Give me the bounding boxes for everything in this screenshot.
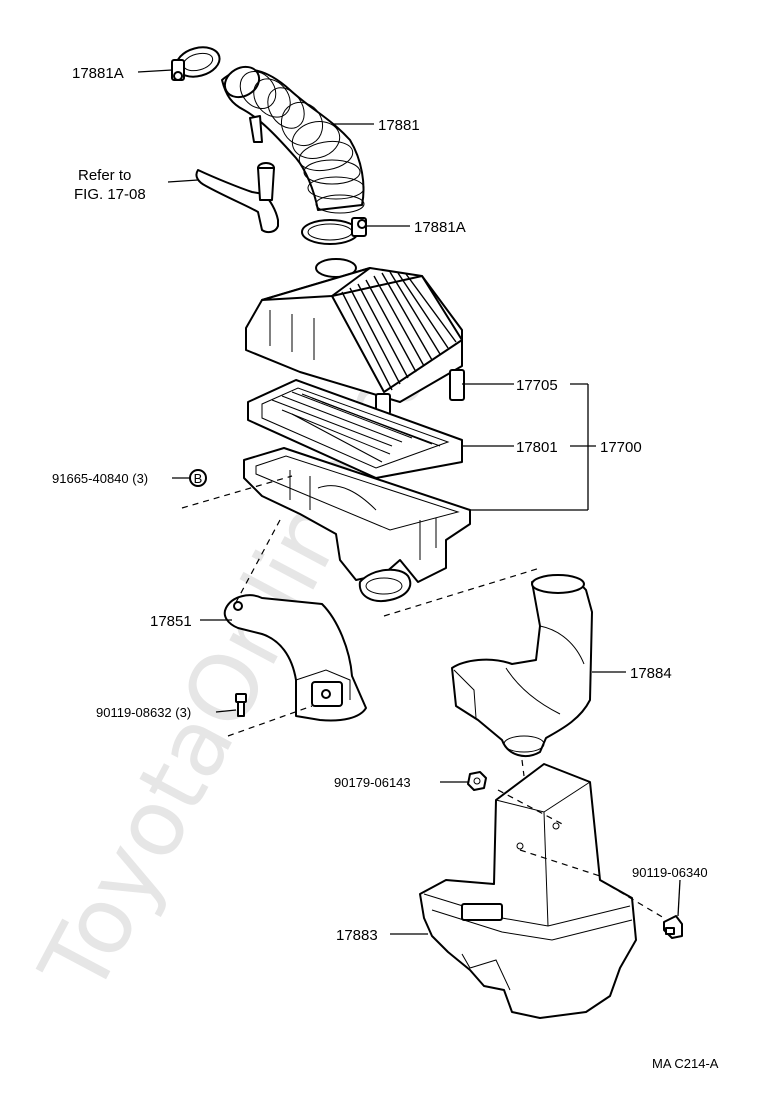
label-clamp-top: 17881A	[72, 65, 124, 82]
bolt-b-marker-text: B	[194, 471, 203, 486]
label-resonator: 17883	[336, 927, 378, 944]
hose-clamp-bottom[interactable]	[301, 217, 367, 245]
resonator-bolt[interactable]	[663, 915, 683, 939]
intake-duct[interactable]	[451, 574, 593, 757]
label-bracket: 17851	[150, 613, 192, 630]
filter-element[interactable]	[247, 379, 463, 479]
air-hose[interactable]	[219, 61, 365, 214]
air-cleaner-cap[interactable]	[245, 258, 465, 415]
nut[interactable]	[467, 771, 487, 791]
label-clamp-bottom: 17881A	[414, 219, 466, 236]
alignment-lines	[181, 475, 665, 919]
bracket[interactable]	[223, 594, 367, 722]
label-hose: 17881	[378, 117, 420, 134]
bolt-b-marker[interactable]: B	[189, 469, 207, 487]
label-element: 17801	[516, 439, 558, 456]
refer-note-line2: FIG. 17-08	[74, 186, 146, 203]
label-nut: 90179-06143	[334, 775, 411, 790]
bracket-bolt[interactable]	[235, 693, 247, 717]
label-cap: 17705	[516, 377, 558, 394]
resonator[interactable]	[419, 763, 637, 1019]
air-cleaner-case[interactable]	[243, 447, 471, 602]
diagram-code: MA C214-A	[652, 1056, 719, 1071]
label-intake-duct: 17884	[630, 665, 672, 682]
label-bolt-b: 91665-40840 (3)	[52, 471, 148, 486]
label-assembly: 17700	[600, 439, 642, 456]
label-bolt-bracket: 90119-08632 (3)	[96, 705, 191, 720]
label-bolt-resonator: 90119-06340	[632, 865, 708, 880]
breather-pipe[interactable]	[195, 162, 279, 234]
hose-clamp-top[interactable]	[171, 43, 223, 81]
refer-note-line1: Refer to	[78, 167, 131, 184]
leader-lines	[137, 69, 681, 935]
